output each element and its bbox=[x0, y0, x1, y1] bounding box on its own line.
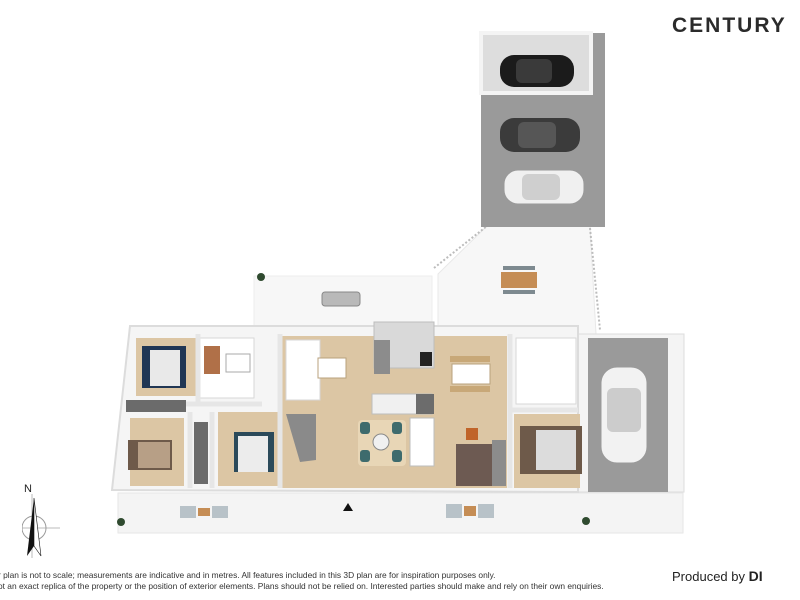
brand-logo: CENTURY bbox=[672, 14, 787, 37]
producer-prefix: Produced by bbox=[672, 569, 745, 584]
car bbox=[500, 55, 574, 87]
car bbox=[600, 366, 648, 464]
outdoor-chairs bbox=[446, 504, 494, 518]
wardrobe bbox=[194, 422, 208, 484]
bathtub bbox=[225, 353, 251, 373]
interior-walls bbox=[126, 334, 578, 488]
oven bbox=[420, 352, 432, 366]
fence bbox=[589, 227, 601, 331]
compass-north-label: N bbox=[24, 483, 32, 495]
producer-credit: Produced by DI bbox=[672, 568, 800, 588]
ensuite bbox=[515, 337, 577, 405]
armchair bbox=[466, 428, 478, 440]
dining-table bbox=[501, 266, 537, 294]
sofa bbox=[286, 414, 316, 462]
sofa bbox=[492, 440, 506, 486]
plant bbox=[117, 518, 125, 526]
rug bbox=[456, 444, 494, 486]
car bbox=[500, 118, 580, 152]
disclaimer: r plan is not to scale; measurements are… bbox=[0, 568, 660, 592]
outdoor-sofa bbox=[321, 291, 361, 307]
disclaimer-line: r plan is not to scale; measurements are… bbox=[0, 570, 496, 580]
bed bbox=[520, 426, 582, 474]
vanity bbox=[204, 346, 220, 374]
outdoor-chairs bbox=[180, 506, 228, 518]
dining-table bbox=[317, 357, 347, 379]
plant bbox=[257, 273, 265, 281]
plant bbox=[582, 517, 590, 525]
laundry bbox=[285, 339, 321, 401]
producer-brand: DI bbox=[748, 568, 763, 584]
compass-icon bbox=[22, 494, 60, 558]
kitchen-island bbox=[416, 394, 434, 414]
bed bbox=[234, 432, 274, 472]
disclaimer-line: ot an exact replica of the property or t… bbox=[0, 581, 604, 591]
lounge-set bbox=[358, 420, 406, 466]
entry-arrow-icon bbox=[343, 503, 353, 511]
fence bbox=[433, 225, 488, 269]
bed bbox=[142, 346, 186, 388]
car bbox=[503, 169, 585, 205]
bed bbox=[128, 440, 172, 470]
dining-table bbox=[450, 356, 491, 392]
wardrobe bbox=[126, 400, 186, 412]
pantry bbox=[409, 417, 435, 467]
kitchen-cabinet bbox=[374, 340, 390, 374]
